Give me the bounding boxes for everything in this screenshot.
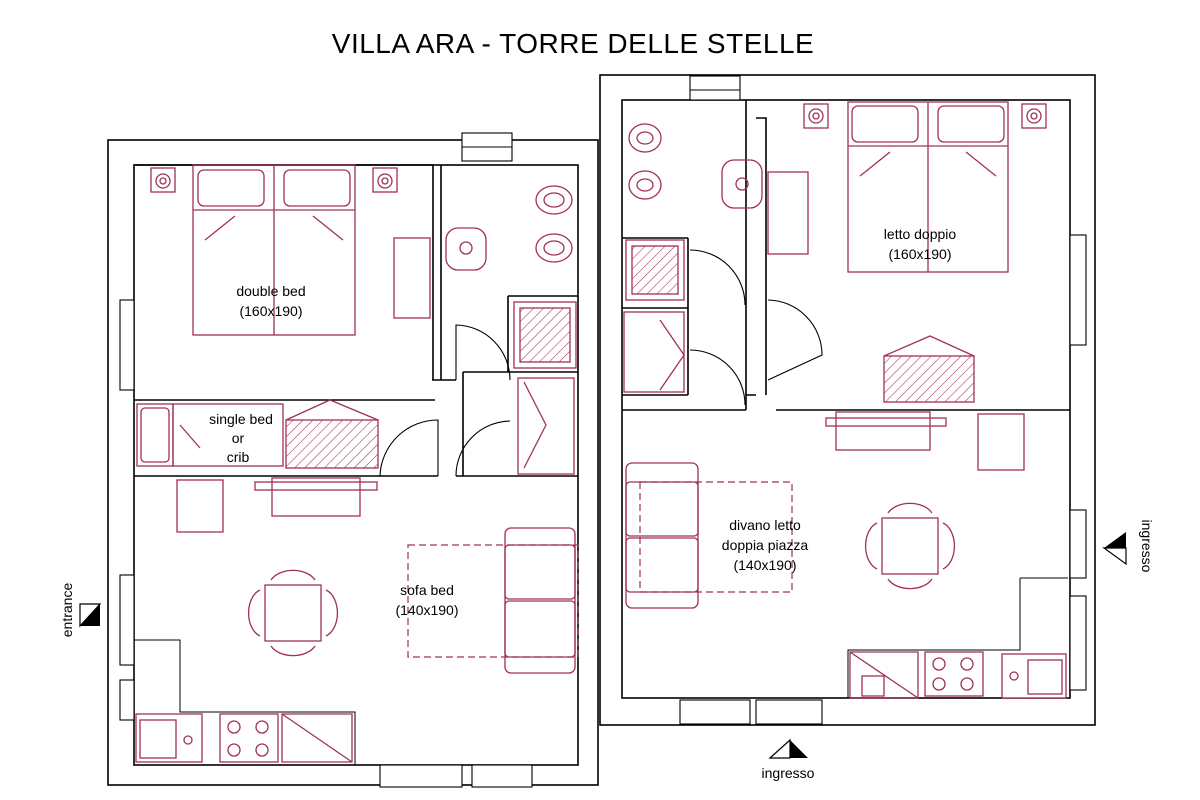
doors-right xyxy=(689,249,823,406)
tv-unit-left xyxy=(254,477,378,517)
sofa-bed-right-label-2: doppia piazza xyxy=(722,537,809,553)
bedroom-left-size: (160x190) xyxy=(239,303,302,319)
single-bed xyxy=(136,403,284,467)
wardrobe-right xyxy=(767,171,809,255)
double-bed-right xyxy=(803,101,1047,273)
sofa-bed-right-size: (140x190) xyxy=(733,557,796,573)
dining-table-left xyxy=(247,569,339,657)
sofa-bed-right xyxy=(625,462,793,609)
double-bed xyxy=(150,164,398,336)
right-apartment xyxy=(599,74,1127,759)
sofa-bed-left-label: sofa bed xyxy=(400,582,454,598)
single-bed-crib: crib xyxy=(227,449,250,465)
single-bed-or: or xyxy=(232,430,245,446)
hatched-storage-left xyxy=(285,399,379,469)
ingresso-side-label: ingresso xyxy=(1139,520,1155,573)
hatched-storage-right xyxy=(883,335,975,403)
ingresso-bottom-label: ingresso xyxy=(762,765,815,781)
dining-table-right xyxy=(864,502,956,590)
single-bed-label: single bed xyxy=(209,411,273,427)
room-labels: double bed (160x190) single bed or crib … xyxy=(59,226,1155,781)
left-windows xyxy=(119,132,533,788)
plan-title: VILLA ARA - TORRE DELLE STELLE xyxy=(332,28,814,59)
armchair-right xyxy=(977,413,1025,471)
bedroom-right-label: letto doppio xyxy=(884,226,957,242)
wardrobe-left xyxy=(393,237,431,319)
sofa-bed-left xyxy=(407,527,579,674)
sofa-bed-left-size: (140x190) xyxy=(395,602,458,618)
bathroom-left xyxy=(445,185,577,475)
doors-left xyxy=(379,324,511,477)
entrance-marker-right-bottom xyxy=(768,738,808,759)
entrance-marker-left xyxy=(79,603,102,628)
entrance-marker-right-side xyxy=(1102,532,1127,566)
armchair-left xyxy=(176,479,224,533)
left-apartment xyxy=(79,132,599,788)
entrance-label: entrance xyxy=(59,583,75,638)
bathroom-right xyxy=(623,123,763,393)
kitchen-left xyxy=(134,639,356,765)
right-windows xyxy=(679,75,1087,725)
kitchen-right xyxy=(847,577,1068,699)
tv-unit-right xyxy=(825,411,947,451)
bedroom-left-label: double bed xyxy=(236,283,305,299)
sofa-bed-right-label: divano letto xyxy=(729,517,801,533)
bedroom-right-size: (160x190) xyxy=(888,246,951,262)
